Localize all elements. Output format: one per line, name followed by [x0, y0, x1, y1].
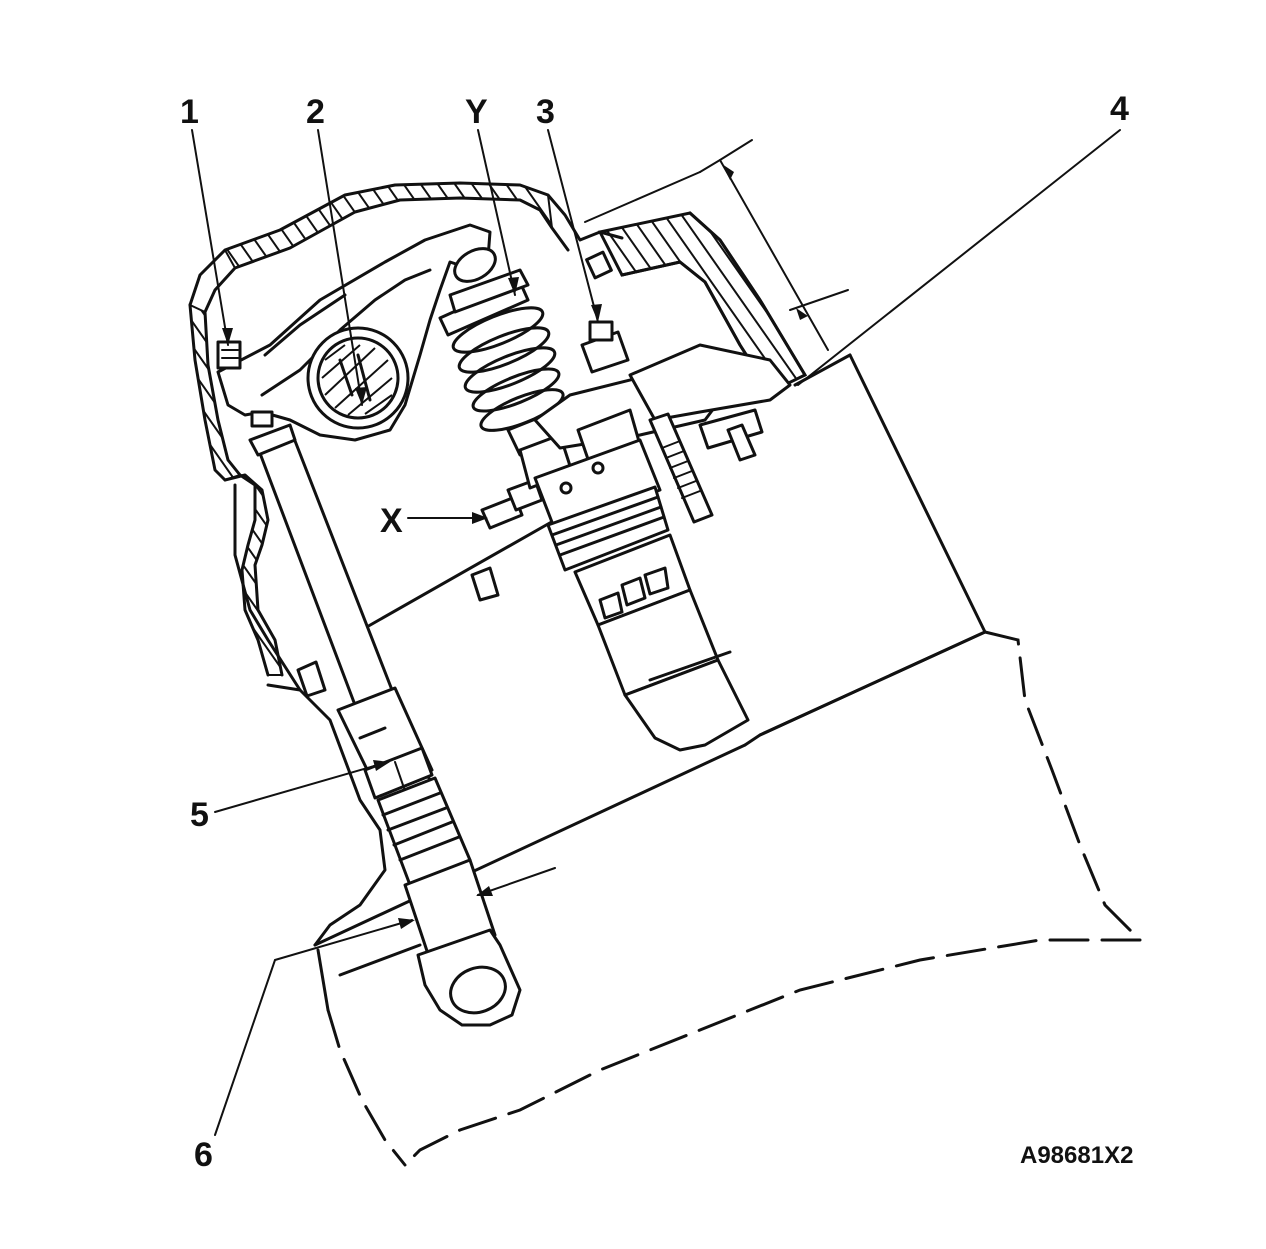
callout-y: Y	[465, 93, 488, 131]
callout-labels: 1 2 Y 3 4 X 5 6 A98681X2	[180, 90, 1133, 1174]
callout-6: 6	[194, 1136, 213, 1174]
callout-4: 4	[1110, 90, 1129, 128]
callout-x: X	[380, 502, 403, 540]
leader-lines	[191, 129, 602, 1136]
callout-5: 5	[190, 796, 209, 834]
push-rod-assembly	[248, 410, 522, 1027]
dimension-lines	[584, 129, 1121, 386]
callout-1: 1	[180, 93, 199, 131]
valve-cover	[188, 181, 808, 677]
fuel-injector	[533, 373, 750, 752]
callout-3: 3	[536, 93, 555, 131]
head-studs	[296, 566, 500, 698]
callout-2: 2	[306, 93, 325, 131]
figure-id: A98681X2	[1020, 1142, 1133, 1169]
injector-clamp	[580, 320, 792, 524]
